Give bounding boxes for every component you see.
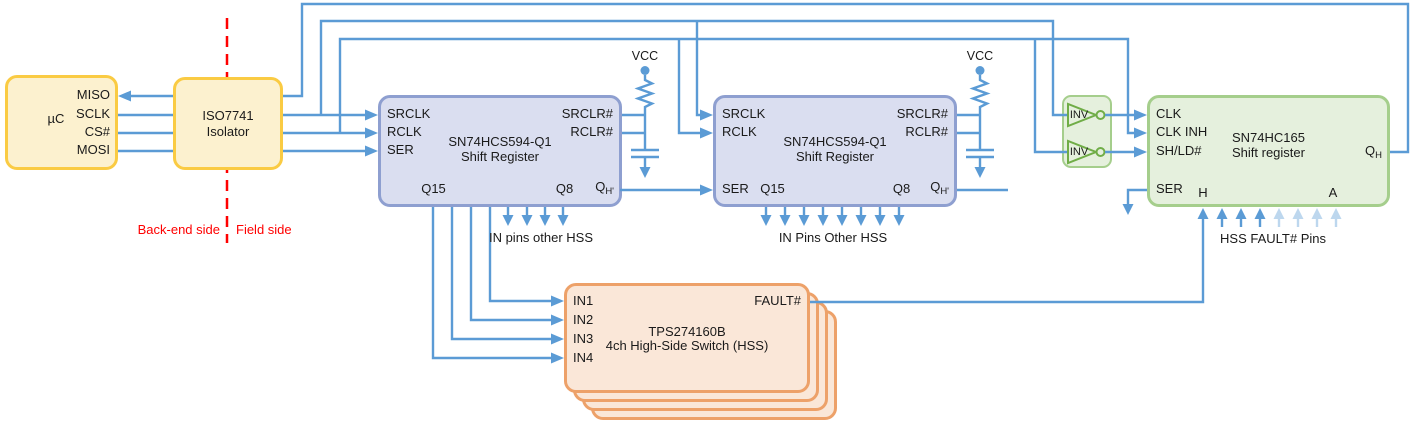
hc165-pin-a: A [1328, 185, 1338, 200]
hss-pin-in2: IN2 [573, 312, 594, 327]
mcu-block: µC MISO SCLK CS# MOSI [5, 75, 118, 170]
sr1-pin-q8: Q8 [555, 181, 574, 196]
isolator-block: ISO7741 Isolator [173, 77, 283, 170]
inverter-box [1062, 95, 1112, 168]
sr2-pin-q15: Q15 [760, 181, 785, 196]
hc165-part-number: SN74HC165 [1232, 130, 1305, 145]
sr2-pin-srclk: SRCLK [722, 106, 766, 121]
sr2-pin-qh: QH' [930, 179, 949, 200]
hss-title: TPS274160B 4ch High-Side Switch (HSS) [567, 325, 807, 353]
mcu-pin-miso: MISO [76, 87, 110, 102]
isolator-type: Isolator [206, 123, 250, 139]
sr2-qh-subscript: H' [940, 186, 949, 197]
hc165-qh-subscript: H [1375, 150, 1382, 161]
sr2-pin-ser: SER [722, 181, 749, 196]
sr2-part-number: SN74HCS594-Q1 [783, 134, 887, 149]
mcu-pin-cs: CS# [84, 124, 110, 139]
mcu-label: µC [47, 111, 65, 126]
hss-part-number: TPS274160B [648, 324, 726, 339]
hc165-pin-qh: QH [1365, 143, 1382, 164]
sr2-title: SN74HCS594-Q1 Shift Register [716, 134, 954, 164]
isolator-name: ISO7741 [202, 107, 254, 123]
hc165-pin-ser: SER [1156, 181, 1183, 196]
hss-pin-fault: FAULT# [754, 293, 801, 308]
hc165-pin-clk: CLK [1156, 106, 1182, 121]
sr1-part-type: Shift Register [460, 149, 540, 164]
hc165-title: SN74HC165 Shift register [1150, 130, 1387, 160]
sr1-pin-q15: Q15 [421, 181, 446, 196]
sr2-block: SRCLK RCLK SER SRCLR# RCLR# SN74HCS594-Q… [713, 95, 957, 207]
hss-part-type: 4ch High-Side Switch (HSS) [605, 338, 769, 353]
hc165-qh-base: Q [1365, 143, 1376, 158]
sr1-pin-qh: QH' [595, 179, 614, 200]
sr1-block: SRCLK RCLK SER SRCLR# RCLR# SN74HCS594-Q… [378, 95, 622, 207]
sr1-title: SN74HCS594-Q1 Shift Register [381, 134, 619, 164]
sr1-pin-srclr: SRCLR# [561, 106, 613, 121]
mcu-pin-mosi: MOSI [76, 142, 110, 157]
sr2-pin-q8: Q8 [892, 181, 911, 196]
hc165-pin-h: H [1198, 185, 1208, 200]
hc165-block: CLK CLK INH SH/LD# SER SN74HC165 Shift r… [1147, 95, 1390, 207]
hc165-part-type: Shift register [1232, 145, 1305, 160]
hss-pin-in3: IN3 [573, 331, 594, 346]
hss-pin-in4: IN4 [573, 350, 594, 365]
hss-block: IN1 IN2 IN3 IN4 FAULT# TPS274160B 4ch Hi… [564, 283, 810, 393]
hss-pin-in1: IN1 [573, 293, 594, 308]
sr2-part-type: Shift Register [795, 149, 875, 164]
sr2-qh-base: Q [930, 179, 941, 194]
mcu-pin-sclk: SCLK [76, 106, 110, 121]
sr1-qh-subscript: H' [605, 186, 614, 197]
sr1-pin-srclk: SRCLK [387, 106, 431, 121]
sr2-pin-srclr: SRCLR# [896, 106, 948, 121]
sr1-part-number: SN74HCS594-Q1 [448, 134, 552, 149]
sr1-qh-base: Q [595, 179, 606, 194]
